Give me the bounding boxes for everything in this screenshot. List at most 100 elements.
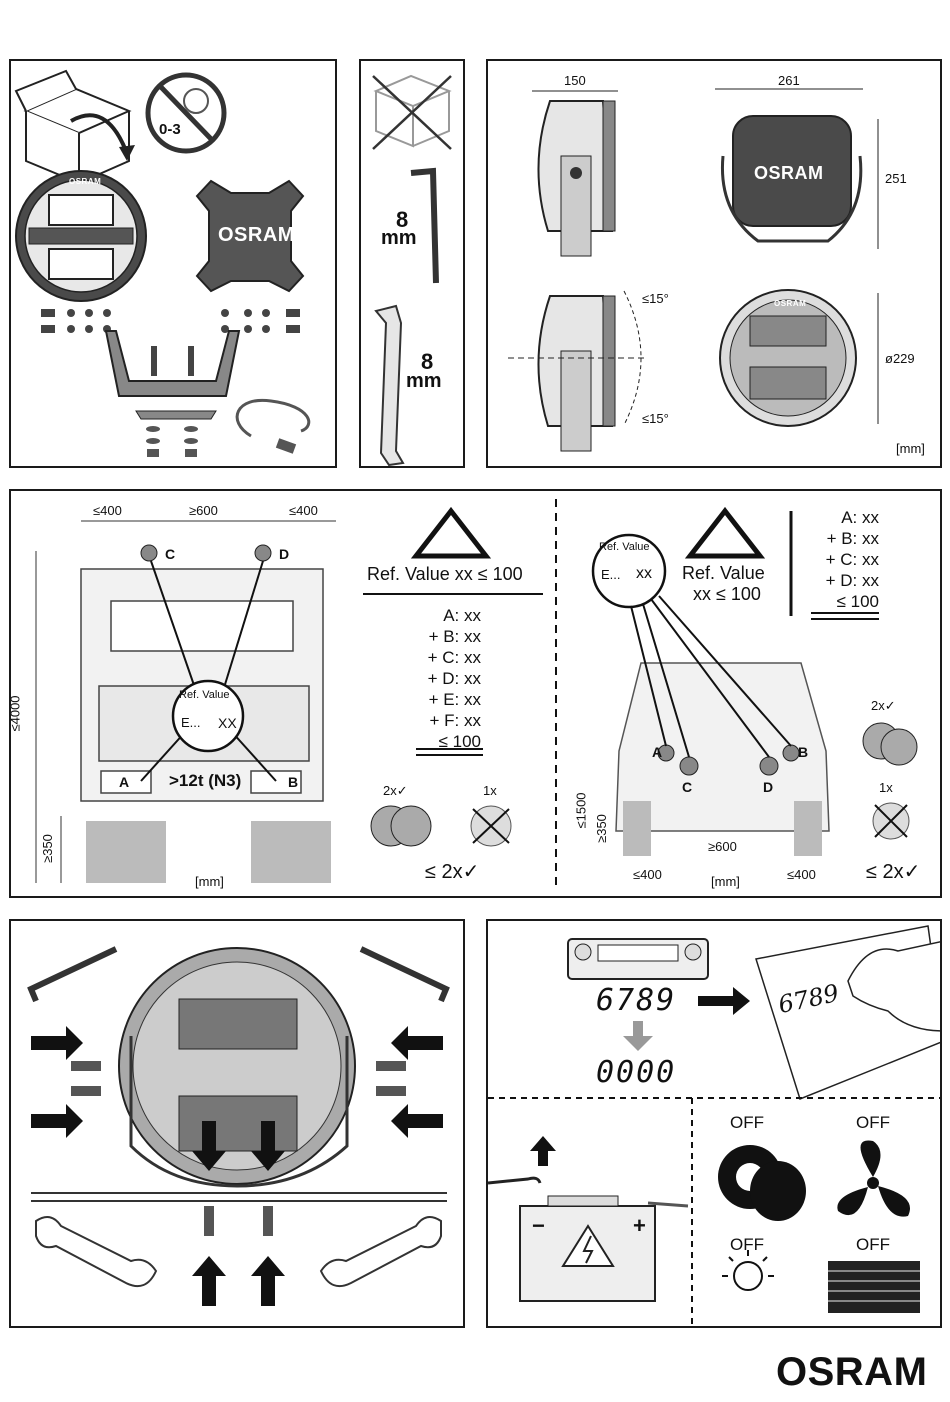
car-lamp-bad-icon bbox=[872, 802, 910, 840]
battery-cable-icon bbox=[488, 1176, 542, 1185]
car-ref-value: xx bbox=[636, 565, 652, 582]
sum-line: + B: xx bbox=[428, 627, 481, 646]
truck-ref-value: XX bbox=[218, 715, 237, 731]
lamp-logo: OSRAM bbox=[69, 177, 102, 186]
truck-label-b: B bbox=[288, 774, 299, 790]
tilt-down-label: ≤15° bbox=[642, 411, 669, 426]
off-light-label: OFF bbox=[730, 1235, 764, 1254]
car-gap-left: ≤400 bbox=[633, 867, 662, 882]
hand-pencil-icon bbox=[847, 941, 940, 1032]
cover-icon bbox=[195, 179, 305, 293]
battery-illustration bbox=[488, 925, 940, 1326]
car-gap-mid: ≥600 bbox=[708, 839, 737, 854]
tools-illustration bbox=[372, 74, 452, 466]
panel-dimensions: 150 261 251 OSRAM OSRAM ≤15° ≤15° ø229 [… bbox=[486, 59, 942, 468]
truck-count-ok: 2x✓ bbox=[383, 783, 408, 798]
sum-line: + B: xx bbox=[826, 529, 879, 548]
truck-label-c: C bbox=[165, 546, 176, 562]
arrow-down-icon bbox=[192, 1121, 226, 1171]
car-label-d: D bbox=[763, 779, 774, 795]
arrow-right-icon bbox=[698, 987, 750, 1015]
arrow-left-icon bbox=[391, 1026, 443, 1060]
arrow-down-icon bbox=[251, 1121, 285, 1171]
radio-icon bbox=[567, 938, 709, 980]
car-sum-list: A: xx + B: xx + C: xx + D: xx ≤ 100 bbox=[799, 507, 879, 612]
truck-lamps-ok-icon bbox=[370, 805, 432, 847]
truck-gap-right: ≤400 bbox=[289, 503, 318, 518]
off-fan-label: OFF bbox=[856, 1113, 890, 1132]
car-count-bad: 1x bbox=[879, 780, 893, 795]
tilt-up-label: ≤15° bbox=[642, 291, 669, 306]
lamp-mount-icon bbox=[118, 947, 356, 1188]
arrow-right-icon bbox=[31, 1104, 83, 1138]
car-ref-mark: E... bbox=[601, 567, 621, 582]
car-unit: [mm] bbox=[711, 874, 740, 889]
cover-logo: OSRAM bbox=[218, 224, 295, 246]
allen-key-icon bbox=[410, 167, 439, 284]
arrow-down-icon bbox=[623, 1021, 653, 1051]
height-dimension: 251 bbox=[885, 171, 907, 186]
sum-line: + E: xx bbox=[428, 690, 481, 709]
truck-ref-circle bbox=[171, 679, 245, 753]
age-badge-label: 0-3 bbox=[159, 121, 181, 138]
arrow-curve-icon bbox=[70, 113, 128, 152]
car-label-a: A bbox=[652, 744, 663, 760]
car-count-ok: 2x✓ bbox=[871, 698, 896, 713]
ignition-key-icon bbox=[718, 1145, 806, 1221]
installation-illustration bbox=[27, 946, 450, 1306]
sum-line: + D: xx bbox=[427, 669, 481, 688]
off-key-label: OFF bbox=[730, 1113, 764, 1132]
car-ref-label: Ref. Value bbox=[599, 541, 650, 553]
battery-minus: − bbox=[532, 1213, 545, 1238]
panel-battery-disconnect: 6789 0000 6789 OFF OFF OFF OFF − + bbox=[486, 919, 942, 1328]
package-contents-illustration bbox=[14, 69, 311, 457]
reset-display: 0000 bbox=[596, 1055, 677, 1090]
truck-ref-label: Ref. Value bbox=[179, 689, 230, 701]
panel-mounting-positions: ≤400 ≥600 ≤400 C D ≤4000 ≥350 Ref. Value… bbox=[9, 489, 942, 898]
truck-unit: [mm] bbox=[195, 874, 224, 889]
truck-count-bad: 1x bbox=[483, 783, 497, 798]
truck-lamp-bad-icon bbox=[470, 805, 512, 847]
sum-line: + C: xx bbox=[825, 550, 879, 569]
brand-logo: OSRAM bbox=[776, 1350, 928, 1394]
sum-line: + C: xx bbox=[427, 648, 481, 667]
panel-package-contents: 0-3 OSRAM OSRAM bbox=[9, 59, 337, 468]
battery-icon bbox=[519, 1195, 656, 1302]
lamp-logo-small: OSRAM bbox=[774, 299, 807, 308]
rear-heater-icon bbox=[828, 1261, 920, 1313]
fan-icon bbox=[837, 1140, 910, 1217]
panel-installation bbox=[9, 919, 465, 1328]
sum-total: ≤ 100 bbox=[836, 592, 879, 611]
wrench-icon bbox=[374, 304, 405, 466]
truck-label-a: A bbox=[119, 774, 130, 790]
truck-rule: ≤ 2x✓ bbox=[425, 861, 480, 883]
allen-unit: mm bbox=[381, 227, 417, 249]
screws-icon bbox=[41, 309, 300, 333]
car-gap-right: ≤400 bbox=[787, 867, 816, 882]
dimensions-illustration bbox=[508, 88, 879, 452]
truck-warning-text: Ref. Value xx ≤ 100 bbox=[367, 564, 523, 584]
truck-gap-mid: ≥600 bbox=[189, 503, 218, 518]
allen-size: 8 bbox=[396, 207, 409, 232]
allen-key-right-icon bbox=[359, 946, 450, 1003]
truck-sum-list: A: xx + B: xx + C: xx + D: xx + E: xx + … bbox=[401, 605, 481, 752]
battery-plus: + bbox=[633, 1213, 646, 1238]
truck-weight-class: >12t (N3) bbox=[169, 771, 242, 790]
diameter-label: ø229 bbox=[885, 351, 915, 366]
arrow-right-icon bbox=[31, 1026, 83, 1060]
code-display: 6789 bbox=[596, 983, 677, 1018]
light-bulb-icon bbox=[722, 1250, 774, 1291]
sum-total: ≤ 100 bbox=[438, 732, 481, 751]
arrow-up-icon bbox=[530, 1136, 556, 1166]
sum-line: A: xx bbox=[443, 606, 481, 625]
no-children-icon bbox=[145, 72, 227, 154]
allen-key-left-icon bbox=[27, 946, 118, 1003]
sum-line: + F: xx bbox=[429, 711, 481, 730]
truck-max-height: ≤4000 bbox=[9, 695, 23, 732]
car-min-height: ≥350 bbox=[593, 814, 609, 843]
car-ref-circle bbox=[591, 533, 667, 609]
cable-icon bbox=[235, 398, 311, 438]
bolts-icon bbox=[71, 1061, 406, 1236]
lamp-round-view-icon bbox=[719, 289, 857, 427]
wrench-left-icon bbox=[35, 1216, 158, 1287]
